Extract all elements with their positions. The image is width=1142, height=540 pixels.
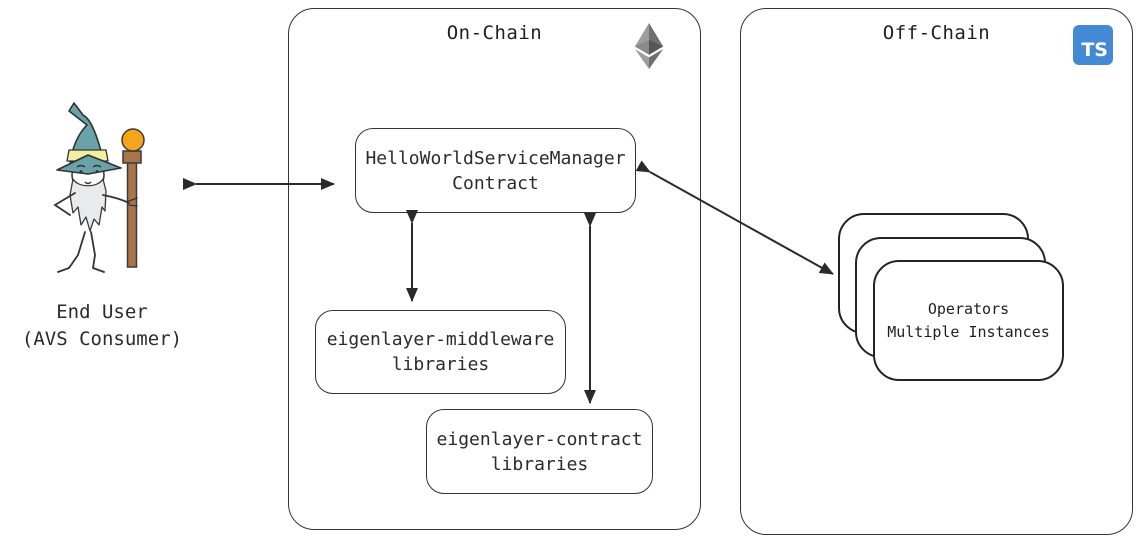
end-user-line2: (AVS Consumer): [21, 328, 183, 350]
contract-libraries-line1: eigenlayer-contract: [436, 428, 643, 450]
typescript-icon: TS: [1073, 25, 1113, 65]
contract-libraries-box: eigenlayer-contract libraries: [426, 409, 653, 494]
contract-libraries-line2: libraries: [490, 453, 589, 475]
operators-line2: Multiple Instances: [887, 322, 1050, 341]
service-manager-line1: HelloWorldServiceManager: [365, 147, 626, 169]
wizard-staff: [126, 160, 138, 268]
operators-line1: Operators: [927, 299, 1010, 318]
typescript-icon-text: TS: [1081, 39, 1108, 61]
off-chain-title: Off-Chain: [882, 22, 991, 44]
operator-card-front: Operators Multiple Instances: [873, 260, 1064, 381]
middleware-box: eigenlayer-middleware libraries: [315, 310, 566, 394]
on-chain-title: On-Chain: [446, 22, 543, 44]
middleware-line2: libraries: [391, 354, 490, 375]
service-manager-line2: Contract: [452, 172, 539, 194]
wizard-illustration: [53, 102, 145, 273]
end-user-line1: End User: [56, 301, 148, 323]
wizard-beard: [69, 178, 107, 232]
middleware-line1: eigenlayer-middleware: [326, 329, 555, 350]
service-manager-box: HelloWorldServiceManager Contract: [355, 128, 636, 213]
staff-orb: [121, 128, 145, 152]
end-user-label: End User (AVS Consumer): [8, 299, 196, 353]
wizard-hat: [68, 102, 105, 163]
ethereum-icon: [634, 23, 664, 69]
